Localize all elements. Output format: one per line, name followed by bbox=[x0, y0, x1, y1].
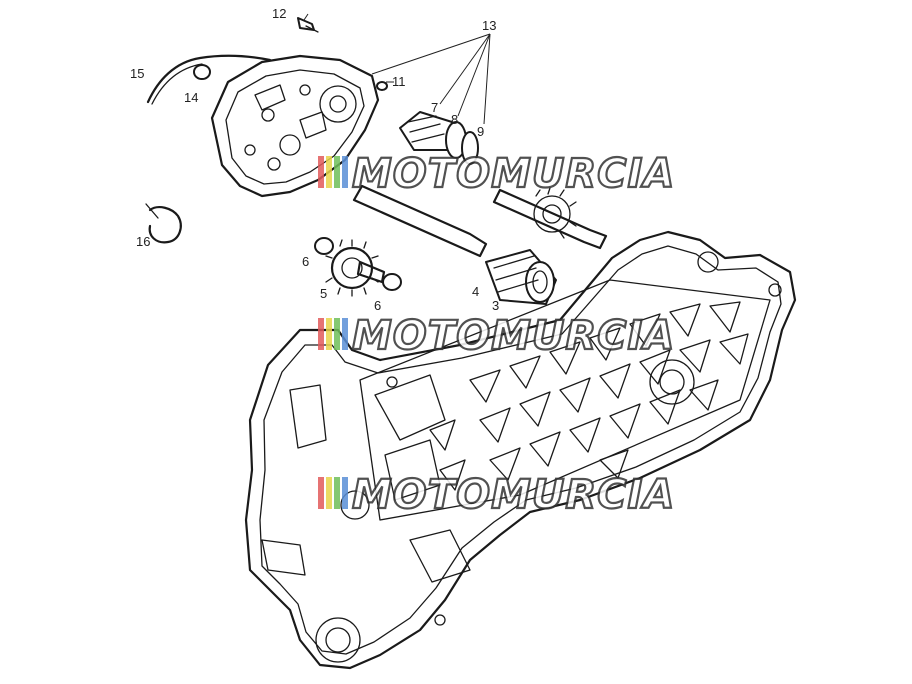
part-labels: 12 13 15 14 11 7 8 9 16 6 5 6 4 3 bbox=[130, 6, 499, 313]
label-5: 5 bbox=[320, 286, 327, 301]
label-11: 11 bbox=[392, 74, 406, 89]
watermark-text-2: MOTOMURCIA bbox=[352, 313, 675, 359]
label-15: 15 bbox=[130, 66, 144, 81]
label-12: 12 bbox=[272, 6, 286, 21]
label-14: 14 bbox=[184, 90, 198, 105]
bushing-spring bbox=[485, 249, 557, 305]
label-9: 9 bbox=[477, 124, 484, 139]
leader-lines bbox=[303, 13, 491, 125]
label-16: 16 bbox=[136, 234, 150, 249]
sprocket-gear bbox=[314, 237, 402, 297]
gear-housing-cover bbox=[210, 54, 380, 198]
watermark-text-1: MOTOMURCIA bbox=[352, 151, 675, 197]
label-4: 4 bbox=[472, 284, 479, 299]
label-6-lower: 6 bbox=[374, 298, 381, 313]
small-fittings bbox=[193, 17, 388, 91]
label-6-upper: 6 bbox=[302, 254, 309, 269]
label-13: 13 bbox=[482, 18, 496, 33]
driven-shaft-assembly bbox=[352, 111, 608, 258]
breather-tube bbox=[146, 54, 272, 105]
hose-clip bbox=[145, 203, 182, 244]
crankcase bbox=[244, 230, 797, 670]
label-7: 7 bbox=[431, 100, 438, 115]
watermark-logo: MOTOMURCIA MOTOMURCIA MOTOMURCIA bbox=[318, 150, 675, 519]
lattice-ribs bbox=[429, 301, 749, 491]
watermark-text-3: MOTOMURCIA bbox=[352, 472, 675, 518]
label-3: 3 bbox=[492, 298, 499, 313]
label-8: 8 bbox=[451, 112, 458, 127]
